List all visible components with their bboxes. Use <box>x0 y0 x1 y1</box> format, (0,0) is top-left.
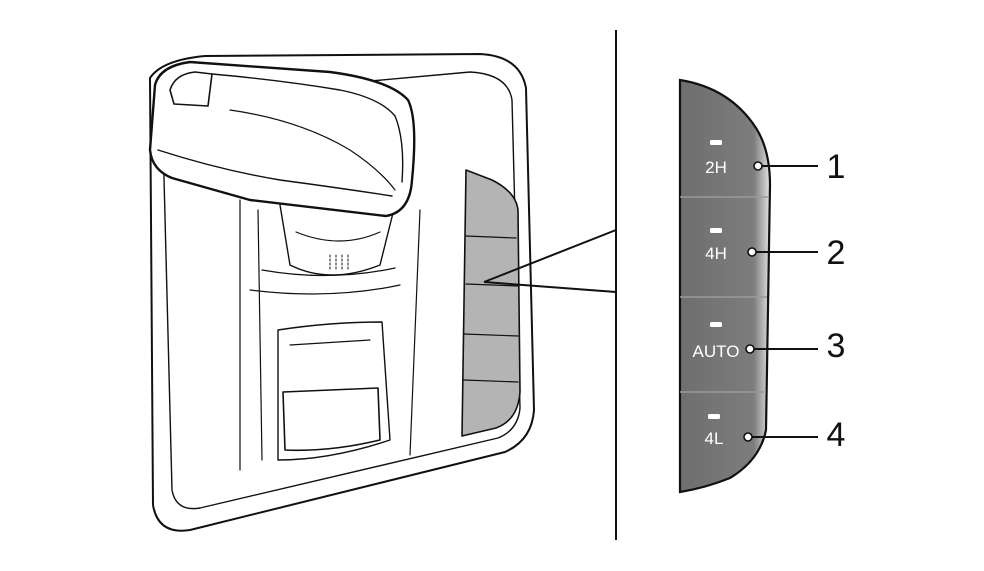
indicator-light <box>710 140 722 145</box>
callout-number-2: 2 <box>827 234 846 272</box>
indicator-light <box>708 414 720 419</box>
center-console-illustration <box>148 53 535 532</box>
callout-number-1: 1 <box>827 148 846 186</box>
switch-panel-body <box>678 78 772 494</box>
switch-label: 4H <box>705 244 727 263</box>
switch-label: 2H <box>705 158 727 177</box>
console-switch-bank <box>461 169 521 437</box>
switch-2h[interactable]: 2H <box>705 140 727 177</box>
switch-4l[interactable]: 4L <box>705 414 724 448</box>
console-inner-bezel <box>161 71 521 510</box>
callout-leaders <box>743 161 818 442</box>
shifter-boot <box>279 204 396 276</box>
console-outer-bezel <box>149 53 535 532</box>
switch-label: AUTO <box>693 342 740 361</box>
switch-4h[interactable]: 4H <box>705 228 727 263</box>
switch-auto[interactable]: AUTO <box>693 322 740 361</box>
indicator-light <box>710 228 722 233</box>
callout-number-3: 3 <box>827 327 846 365</box>
shift-lever <box>148 60 416 218</box>
drive-mode-switch-panel <box>678 78 772 494</box>
console-storage-button <box>282 387 381 452</box>
zoom-callout <box>483 30 617 540</box>
callout-number-4: 4 <box>827 416 846 454</box>
console-lower-panel <box>277 321 391 461</box>
switch-label: 4L <box>705 429 724 448</box>
indicator-light <box>710 322 722 327</box>
